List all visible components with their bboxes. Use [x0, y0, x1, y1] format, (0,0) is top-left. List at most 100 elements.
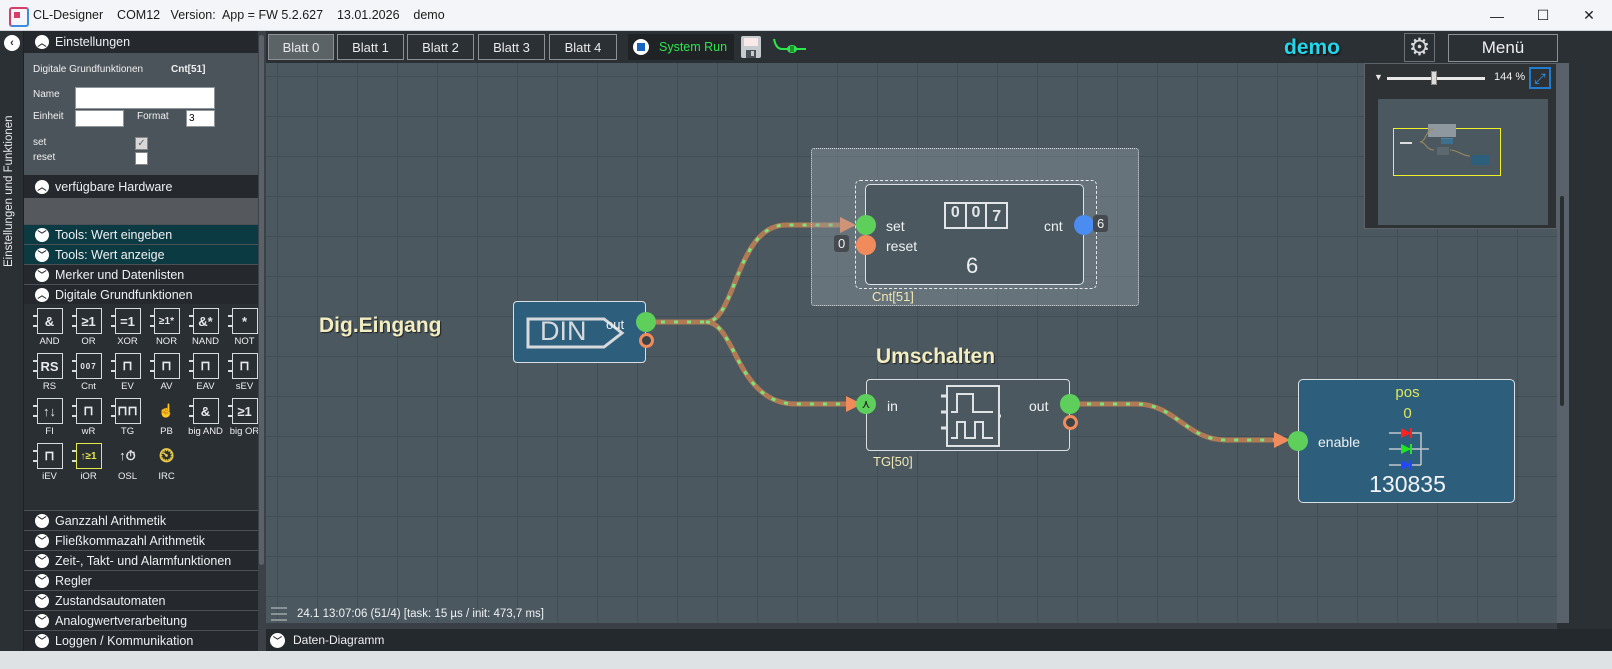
section-digital-functions[interactable]: ︿ Digitale Grundfunktionen [24, 284, 258, 304]
palette-item-eav[interactable]: ⊓EAV [186, 353, 225, 392]
palette-item-av[interactable]: ⊓AV [147, 353, 186, 392]
palette-item-big-and[interactable]: &big AND [186, 398, 225, 437]
section-fließkommazahl-arithmetik[interactable]: ﹀Fließkommazahl Arithmetik [24, 530, 258, 550]
counter-cnt-port[interactable] [1074, 215, 1094, 235]
palette-item-wr[interactable]: ⊓wR [69, 398, 108, 437]
din-block[interactable]: DIN out [513, 301, 646, 363]
section-analogwertverarbeitung[interactable]: ﹀Analogwertverarbeitung [24, 610, 258, 630]
din-invert-port[interactable] [639, 333, 654, 348]
ev-block-icon: ⊓ [110, 353, 141, 379]
rs-block-icon: RS [32, 353, 63, 379]
section-merker[interactable]: ﹀ Merker und Datenlisten [24, 264, 258, 284]
wire-tg-to-pos[interactable] [1074, 401, 1290, 448]
palette-item-nor[interactable]: ≥1*NOR [147, 308, 186, 347]
palette-item-nand[interactable]: &*NAND [186, 308, 225, 347]
section-loggen-kommunikation[interactable]: ﹀Loggen / Kommunikation [24, 630, 258, 650]
tab-blatt-4[interactable]: Blatt 4 [549, 34, 617, 60]
palette-item-iev[interactable]: ⊓iEV [30, 443, 69, 482]
canvas-vscroll-thumb[interactable] [1560, 196, 1564, 406]
palette-item-label: wR [81, 426, 96, 437]
palette-item-ev[interactable]: ⊓EV [108, 353, 147, 392]
side-panel-strip: ‹ Einstellungen und Funktionen [0, 31, 24, 669]
palette-item-and[interactable]: &AND [30, 308, 69, 347]
format-input[interactable]: 3 [186, 110, 215, 127]
set-port-label: set [886, 218, 905, 234]
section-ganzzahl-arithmetik[interactable]: ﹀Ganzzahl Arithmetik [24, 510, 258, 530]
section-regler[interactable]: ﹀Regler [24, 570, 258, 590]
save-icon[interactable] [740, 35, 762, 59]
close-button[interactable]: ✕ [1583, 7, 1595, 23]
unit-input[interactable] [75, 110, 124, 127]
section-zeit-takt-und-alarmfunktionen[interactable]: ﹀Zeit-, Takt- und Alarmfunktionen [24, 550, 258, 570]
settings-gear-button[interactable]: ⚙ [1404, 33, 1435, 62]
name-input[interactable] [75, 87, 215, 109]
palette-item-fi[interactable]: ↑↓FI [30, 398, 69, 437]
position-enable-port[interactable] [1288, 431, 1308, 451]
din-out-port[interactable] [636, 312, 656, 332]
diagram-canvas[interactable]: Dig.Eingang DIN out 0 0 7 set reset cnt … [266, 63, 1557, 623]
minimize-button[interactable]: — [1490, 7, 1504, 24]
position-display-block[interactable]: pos 0 enable 130835 [1298, 379, 1515, 503]
collapse-sidebar-button[interactable]: ‹ [4, 35, 20, 51]
counter-set-port[interactable] [856, 215, 876, 235]
fit-to-screen-button[interactable]: ⤢ [1529, 67, 1551, 89]
section-einstellungen[interactable]: ︿ Einstellungen [24, 31, 258, 53]
wire-din-to-tg[interactable] [705, 319, 862, 412]
menu-button[interactable]: Menü [1448, 34, 1558, 62]
palette-item-not[interactable]: *NOT [225, 308, 258, 347]
system-run-button[interactable]: System Run [628, 34, 734, 60]
expand-icon: ⤢ [1534, 69, 1546, 86]
xor-block-icon: =1 [110, 308, 141, 334]
side-panel-label[interactable]: Einstellungen und Funktionen [3, 115, 15, 267]
sidebar-scroll-thumb[interactable] [259, 35, 264, 565]
palette-item-sev[interactable]: ⊓sEV [225, 353, 258, 392]
or-block-icon: ≥1 [71, 308, 102, 334]
zoom-slider[interactable] [1387, 71, 1485, 85]
section-label: verfügbare Hardware [55, 179, 173, 194]
reset-checkbox[interactable] [135, 152, 148, 165]
counter-reset-port[interactable] [856, 235, 876, 255]
toggle-out-port[interactable] [1060, 394, 1080, 414]
pb-block-icon: ☝ [158, 403, 175, 418]
tab-blatt-0[interactable]: Blatt 0 [268, 34, 334, 60]
counter-selection[interactable]: 0 0 7 set reset cnt 6 [811, 148, 1139, 306]
section-tools-display[interactable]: ﹀ Tools: Wert anzeige [24, 244, 258, 264]
canvas-vertical-scrollbar[interactable] [1557, 63, 1569, 623]
section-label: Zustandsautomaten [55, 593, 166, 608]
data-diagram-panel[interactable]: ﹀ Daten-Diagramm [266, 629, 1612, 651]
set-checkbox[interactable]: ✓ [135, 137, 148, 150]
toggle-invert-port[interactable] [1063, 415, 1078, 430]
toggle-in-port[interactable]: ⋏ [856, 394, 876, 414]
section-tools-input[interactable]: ﹀ Tools: Wert eingeben [24, 224, 258, 244]
tab-blatt-1[interactable]: Blatt 1 [337, 34, 404, 60]
palette-item-irc[interactable]: ⏲IRC [147, 443, 186, 483]
sidebar-scrollbar[interactable] [258, 31, 266, 651]
tab-blatt-2[interactable]: Blatt 2 [407, 34, 474, 60]
section-label: Tools: Wert anzeige [55, 247, 165, 262]
palette-item-osl[interactable]: ↑⏱OSL [108, 443, 147, 482]
toggle-block[interactable]: in out [866, 379, 1070, 451]
tab-blatt-3[interactable]: Blatt 3 [478, 34, 545, 60]
palette-item-pb[interactable]: ☝PB [147, 398, 186, 437]
status-text: 24.1 13:07:06 (51/4) [task: 15 µs / init… [297, 608, 544, 620]
palette-item-label: big AND [188, 426, 223, 437]
connection-plug-icon[interactable] [772, 37, 810, 59]
minimap-view[interactable] [1378, 99, 1548, 225]
section-hardware[interactable]: ︿ verfügbare Hardware [24, 174, 258, 198]
canvas-horizontal-scrollbar[interactable] [266, 623, 1557, 629]
zoom-slider-thumb[interactable] [1431, 71, 1438, 85]
counter-block[interactable]: 0 0 7 set reset cnt 6 [865, 184, 1084, 285]
log-list-icon[interactable] [271, 607, 287, 621]
section-zustandsautomaten[interactable]: ﹀Zustandsautomaten [24, 590, 258, 610]
palette-item-tg[interactable]: ⊓⊓TG [108, 398, 147, 437]
maximize-button[interactable]: ☐ [1536, 7, 1550, 23]
palette-item-label: NOR [155, 336, 178, 347]
zoom-dropdown-icon[interactable]: ▼ [1374, 72, 1383, 82]
